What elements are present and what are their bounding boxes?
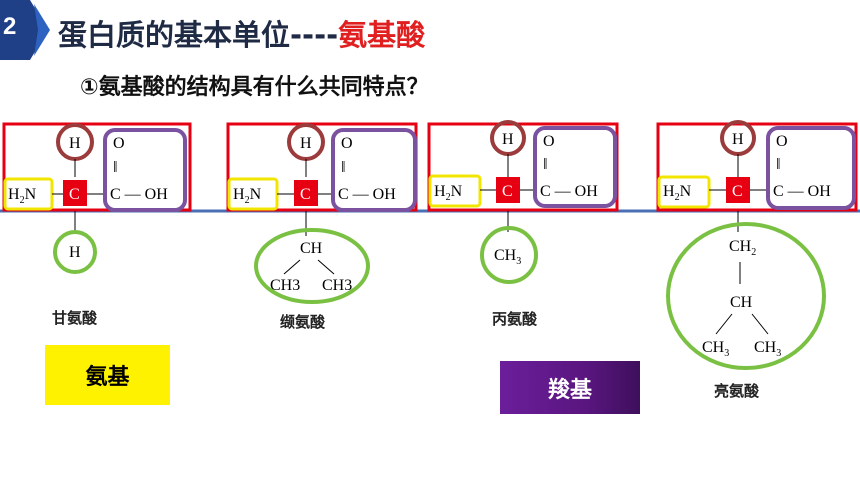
r-group-text: CH3 <box>494 247 521 267</box>
title-main: 蛋白质的基本单位---- <box>58 18 339 52</box>
r-group-circle <box>480 226 538 284</box>
o-atom: O <box>113 135 125 152</box>
o-atom: O <box>543 133 555 150</box>
double-bond: ‖ <box>341 159 346 176</box>
alpha-carbon: C <box>300 186 311 203</box>
badge-shape <box>0 0 50 60</box>
alpha-carbon: C <box>732 183 743 200</box>
section-number: 2 <box>3 13 17 40</box>
cooh-text: C — OH <box>338 186 396 203</box>
h-atom: H <box>300 135 312 152</box>
molecule-name-glycine: 甘氨酸 <box>52 309 98 327</box>
carboxyl-box <box>331 128 417 212</box>
amino-box <box>657 175 711 209</box>
amino-text: H2N <box>663 183 692 203</box>
alpha-carbon-box <box>726 177 750 203</box>
r-group-circle <box>666 222 826 370</box>
cooh-text: C — OH <box>110 186 168 203</box>
r-top-text: CH <box>300 240 323 257</box>
title-highlight: 氨基酸 <box>338 18 426 52</box>
r-left-text: CH3 <box>270 277 300 294</box>
molecule-name-leucine: 亮氨酸 <box>714 382 760 400</box>
alpha-carbon: C <box>69 186 80 203</box>
r-group-circle <box>53 230 97 274</box>
r-left-text: CH3 <box>702 339 729 359</box>
r-group-text: H <box>69 244 81 261</box>
alpha-carbon-box <box>496 177 520 203</box>
molecule-name-alanine: 丙氨酸 <box>492 310 538 328</box>
alpha-carbon-box <box>63 180 87 206</box>
carboxyl-box <box>103 128 187 212</box>
legend-carboxyl-group: 羧基 <box>500 361 640 414</box>
bond <box>283 259 301 275</box>
molecule-name-valine: 缬氨酸 <box>280 313 326 331</box>
double-bond: ‖ <box>776 156 781 173</box>
r-mid-text: CH <box>730 294 753 311</box>
r-right-text: CH3 <box>754 339 781 359</box>
bond <box>751 313 769 335</box>
double-bond: ‖ <box>113 159 118 176</box>
cooh-text: C — OH <box>773 183 831 200</box>
o-atom: O <box>776 133 788 150</box>
molecule-glycine: H H2N C O ‖ C — OH H <box>2 122 192 274</box>
h-atom: H <box>502 131 514 148</box>
molecule-alanine: H H2N C O ‖ C — OH CH3 <box>427 120 619 284</box>
amino-text: H2N <box>434 183 463 203</box>
amino-text: H2N <box>233 186 262 206</box>
bond <box>317 259 335 275</box>
molecule-leucine: H H2N C O ‖ C — OH CH2 CH CH3 CH3 <box>656 120 858 370</box>
red-frame <box>2 122 192 212</box>
alpha-carbon: C <box>502 183 513 200</box>
h-atom: H <box>69 135 81 152</box>
carboxyl-box <box>766 126 856 210</box>
double-bond: ‖ <box>543 156 548 173</box>
amino-box <box>428 174 482 208</box>
molecule-valine: H H2N C O ‖ C — OH CH CH3 CH3 <box>226 122 418 304</box>
legend-amino-group: 氨基 <box>45 345 170 405</box>
amino-text: H2N <box>8 186 37 206</box>
page-title: 蛋白质的基本单位----氨基酸 <box>58 12 425 54</box>
bond <box>715 313 733 335</box>
r-top-text: CH2 <box>729 238 756 258</box>
r-right-text: CH3 <box>322 277 352 294</box>
question-text: ①氨基酸的结构具有什么共同特点？ <box>80 75 429 100</box>
o-atom: O <box>341 135 353 152</box>
section-number-badge: 2 <box>0 0 50 60</box>
cooh-text: C — OH <box>540 183 598 200</box>
h-atom: H <box>732 131 744 148</box>
carboxyl-box <box>533 126 617 208</box>
alpha-carbon-box <box>294 180 318 206</box>
r-group-circle <box>254 228 370 304</box>
